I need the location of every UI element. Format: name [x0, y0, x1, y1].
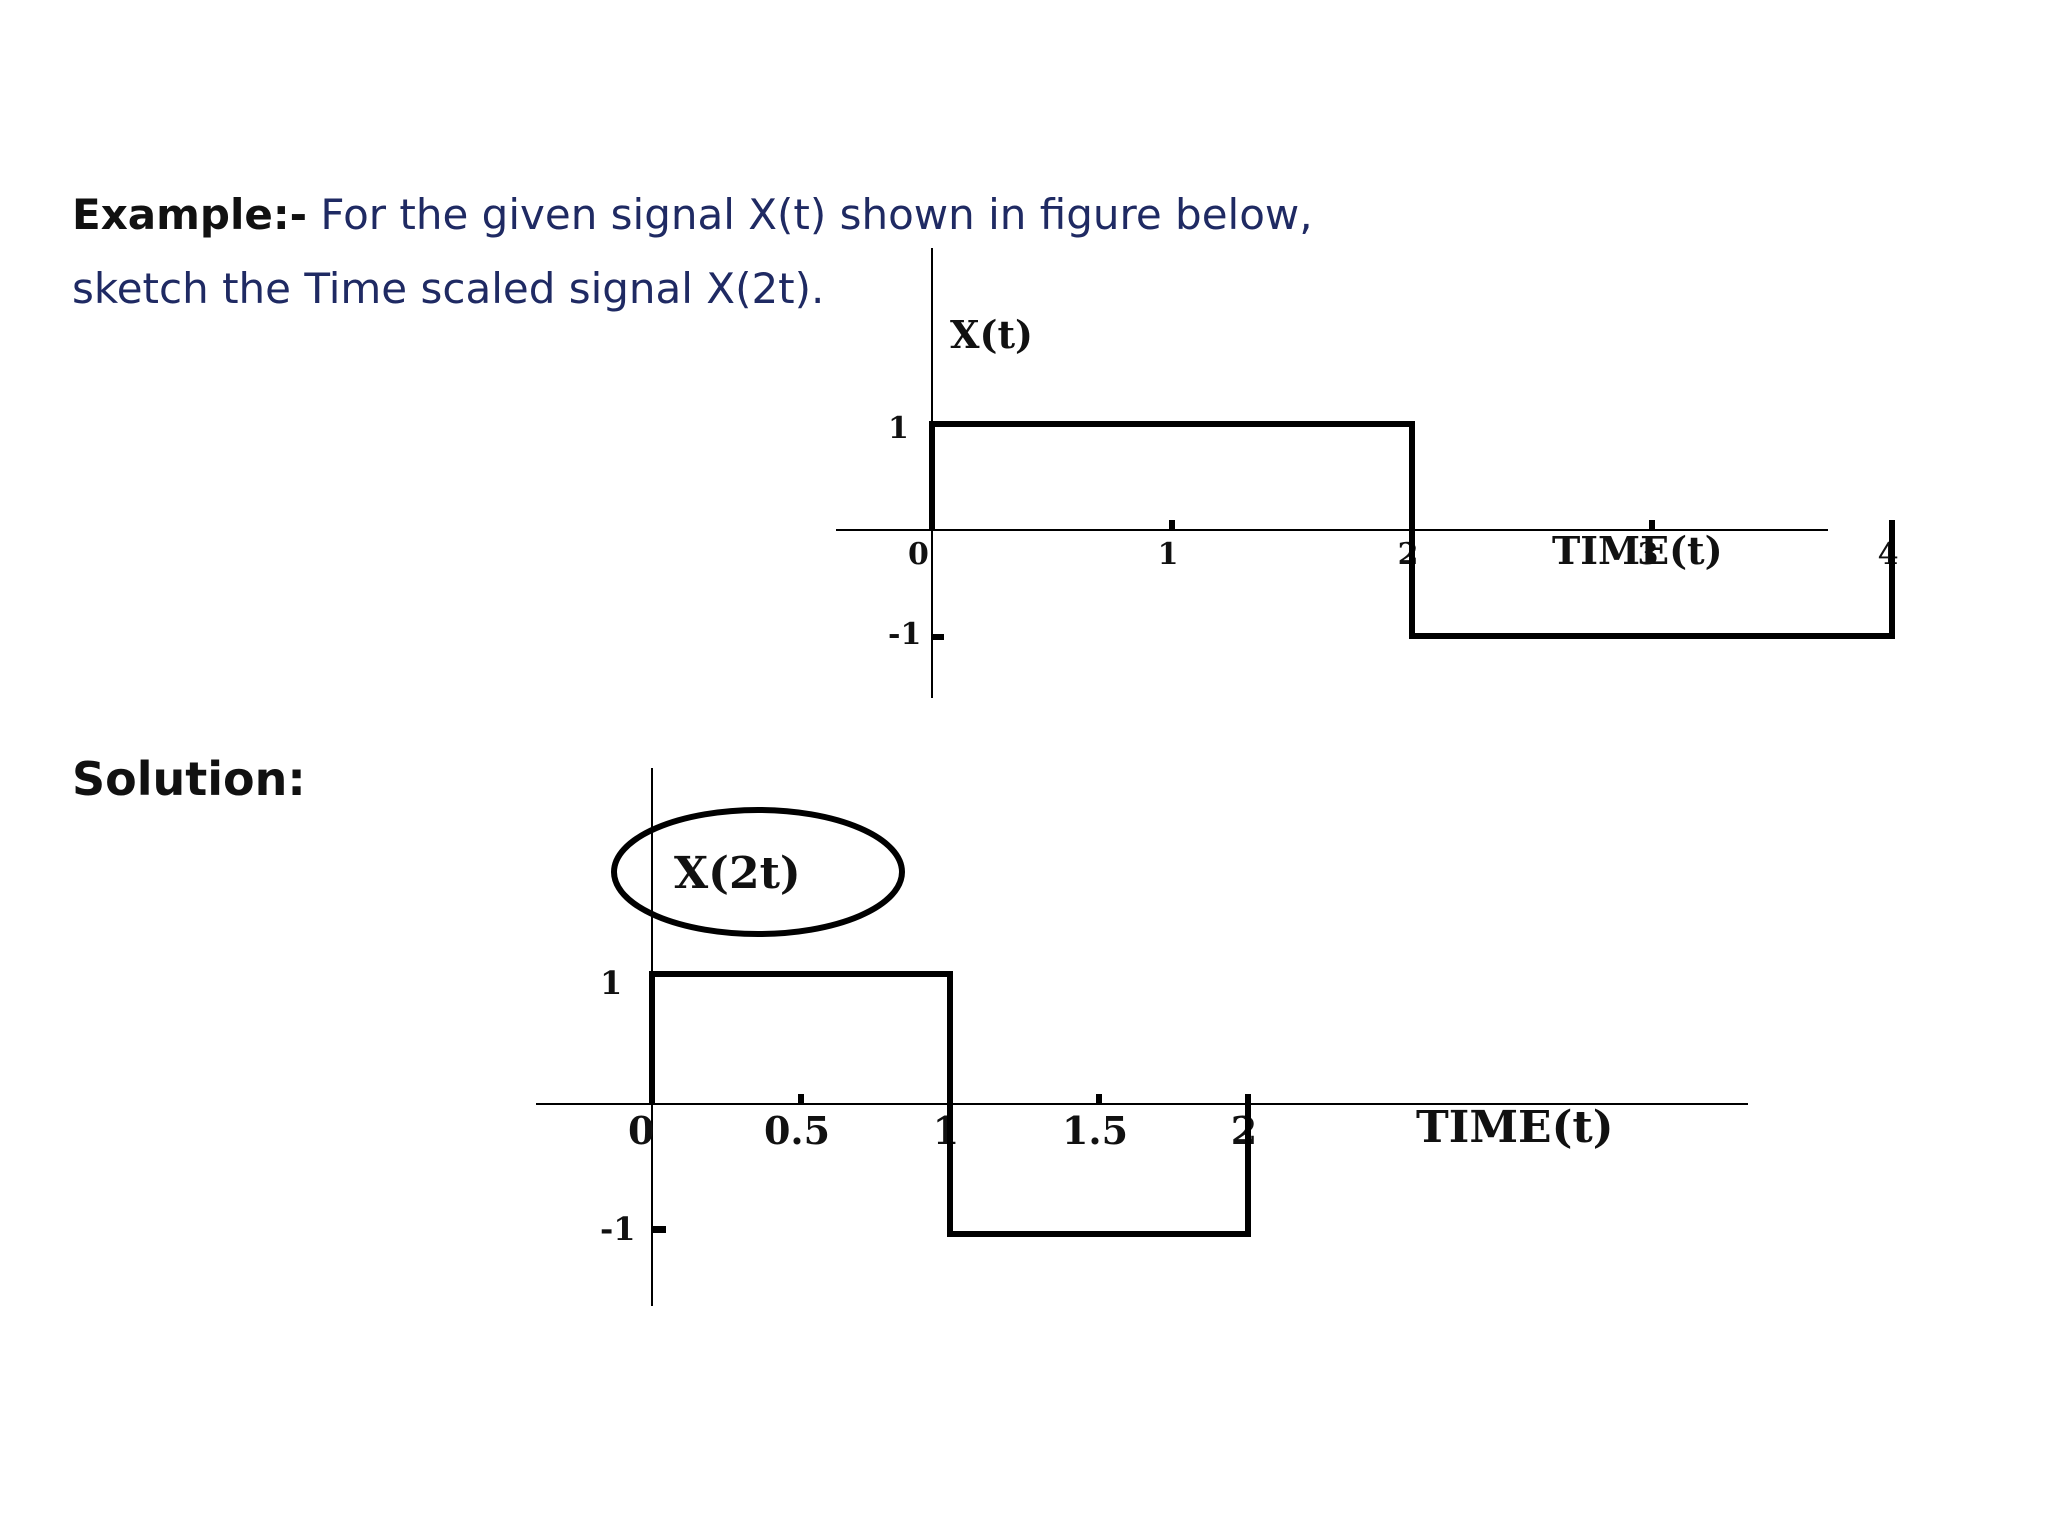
chart-xt-xlabel: TIME(t): [1552, 528, 1723, 573]
chart-xt-ylabel: X(t): [950, 312, 1033, 357]
example-statement-line2: sketch the Time scaled signal X(2t).: [72, 264, 825, 313]
chart-x2t-x-tick-label: 0.5: [764, 1108, 830, 1153]
example-body: For the given signal X(t) shown in figur…: [307, 190, 1313, 239]
chart-x2t-x-tick-label: 2: [1231, 1108, 1257, 1153]
chart-x2t-x-ticks: 0 0.5 1 1.5 2: [628, 1094, 1257, 1153]
example-label: Example:-: [72, 190, 308, 239]
chart-x2t: 0 0.5 1 1.5 2 X(2t) TIME(t) 1 -1: [536, 768, 1748, 1306]
chart-x2t-y-tick-label-minus1: -1: [600, 1210, 636, 1248]
solution-heading: Solution:: [72, 752, 306, 806]
chart-xt-y-tick-label-minus1: -1: [888, 617, 921, 652]
chart-xt-x-tick-label: 3: [1638, 537, 1659, 572]
chart-x2t-ylabel: X(2t): [674, 848, 801, 899]
chart-x2t-y-tick-label-1: 1: [600, 964, 622, 1002]
chart-xt-x-tick-label: 0: [908, 537, 929, 572]
chart-xt-x-ticks: 0 1 2 3 4: [908, 520, 1898, 572]
chart-xt-x-tick-label: 2: [1398, 537, 1419, 572]
chart-xt-x-tick-mark: [1169, 520, 1175, 530]
example-statement: Example:- For the given signal X(t) show…: [72, 190, 1313, 239]
chart-xt-x-tick-mark: [1889, 520, 1895, 530]
chart-x2t-x-tick-mark: [1245, 1094, 1251, 1104]
chart-x2t-x-tick-label: 1: [933, 1108, 959, 1153]
chart-x2t-signal-line: [649, 971, 1251, 1237]
chart-xt-x-tick-label: 4: [1878, 537, 1899, 572]
chart-xt-signal-line: [929, 421, 1895, 639]
chart-x2t-y-tick-minus1: [652, 1226, 666, 1233]
chart-xt-y-tick-minus1: [932, 634, 944, 640]
chart-xt-x-tick-mark: [1649, 520, 1655, 530]
chart-x2t-xlabel: TIME(t): [1416, 1102, 1614, 1153]
chart-xt-x-tick-label: 1: [1158, 537, 1179, 572]
chart-x2t-title-circle: [611, 807, 905, 937]
chart-xt-y-tick-label-1: 1: [888, 411, 909, 446]
chart-x2t-x-tick-mark: [798, 1094, 804, 1104]
chart-xt: 0 1 2 3 4 X(t) TIME(t) 1 -1: [836, 248, 1898, 698]
chart-x2t-x-tick-label: 1.5: [1062, 1108, 1128, 1153]
chart-x2t-x-tick-mark: [1096, 1094, 1102, 1104]
chart-x2t-x-tick-label: 0: [628, 1108, 654, 1153]
